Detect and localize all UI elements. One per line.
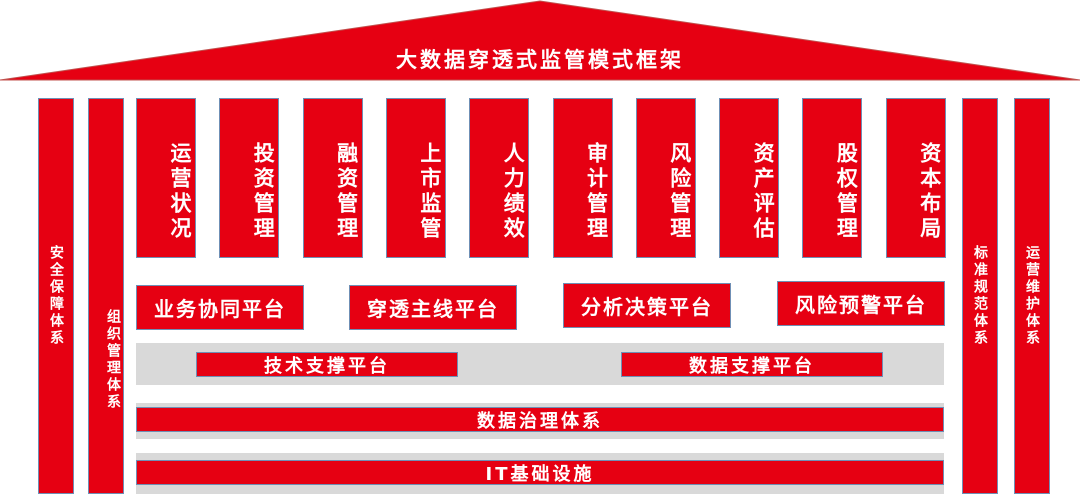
module-column: 资本布局 — [885, 98, 946, 258]
data-support-platform: 数据支撑平台 — [621, 352, 883, 377]
framework-title: 大数据穿透式监管模式框架 — [396, 48, 684, 72]
platform-business-collaboration: 业务协同平台 — [136, 285, 304, 330]
module-column: 审计管理 — [552, 98, 613, 258]
module-column: 融资管理 — [302, 98, 363, 258]
pillar-standards: 标准规范体系 — [962, 98, 998, 494]
platform-analysis-decision: 分析决策平台 — [563, 283, 731, 328]
it-infrastructure: IT基础设施 — [136, 460, 944, 485]
platform-penetration: 穿透主线平台 — [349, 285, 517, 330]
module-column: 投资管理 — [219, 98, 280, 258]
pillar-security: 安全保障体系 — [38, 98, 74, 494]
data-governance: 数据治理体系 — [136, 407, 944, 432]
platform-risk-warning: 风险预警平台 — [777, 281, 945, 326]
module-column: 运营状况 — [136, 98, 196, 258]
pillar-organization: 组织管理体系 — [88, 98, 124, 494]
module-column: 风险管理 — [635, 98, 696, 258]
roof — [0, 0, 1080, 81]
tech-support-platform: 技术支撑平台 — [196, 352, 458, 377]
module-column: 人力绩效 — [469, 98, 530, 258]
module-column: 股权管理 — [802, 98, 863, 258]
module-column: 资产评估 — [719, 98, 780, 258]
pillar-operations: 运营维护体系 — [1014, 98, 1050, 494]
module-column: 上市监管 — [385, 98, 446, 258]
